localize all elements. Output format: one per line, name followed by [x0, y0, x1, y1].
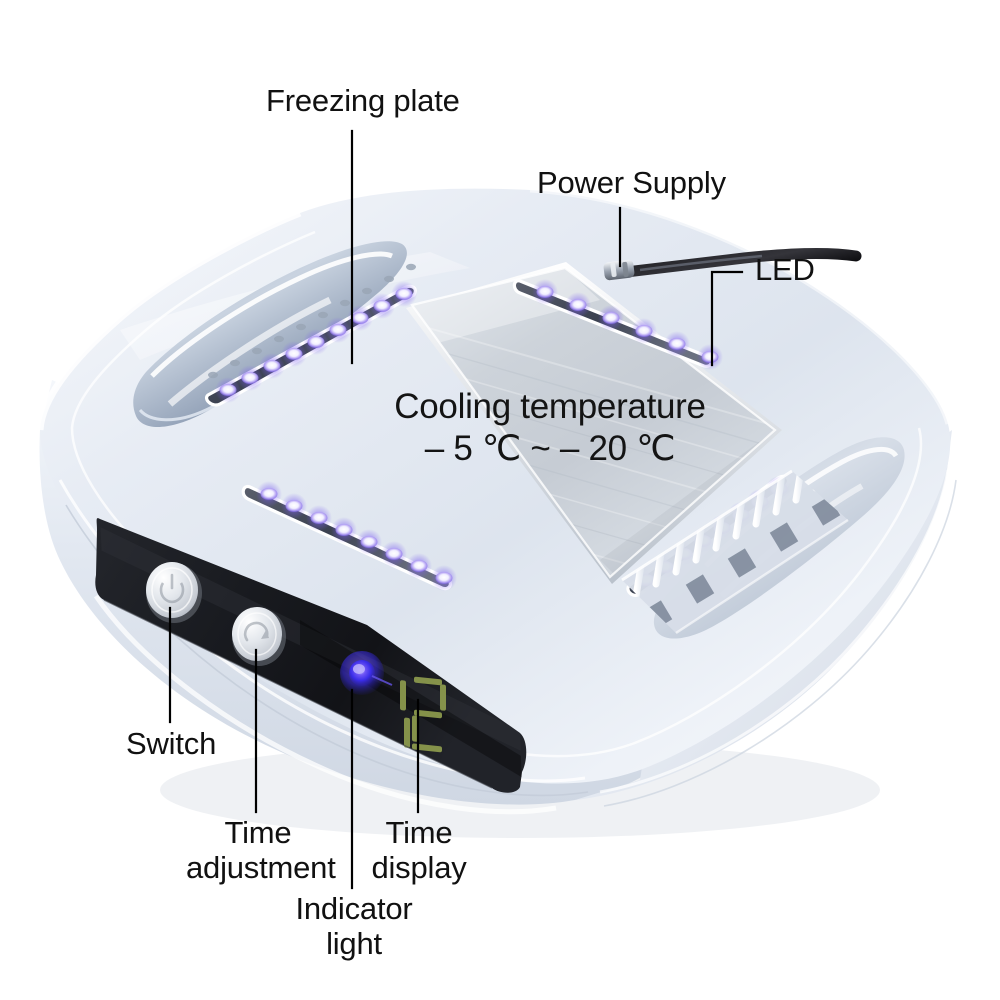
indicator-light	[340, 651, 393, 695]
power-cord	[603, 248, 862, 281]
led-lights-bottom-left	[256, 481, 457, 591]
time-display	[400, 676, 446, 753]
callout-time-adjustment: Time adjustment	[186, 815, 336, 885]
vent-shadow-blocks	[643, 496, 841, 630]
callout-power-supply: Power Supply	[537, 165, 726, 200]
display-digit-tens	[400, 680, 410, 748]
led-strip-top-right	[512, 279, 723, 370]
display-digit-ones	[412, 676, 446, 753]
callout-led: LED	[755, 252, 815, 287]
callout-indicator-light: Indicator light	[295, 891, 413, 961]
clock-arrow-icon	[243, 621, 269, 642]
led-lights-top-right	[532, 279, 723, 370]
callout-switch: Switch	[126, 726, 217, 761]
callout-time-display: Time display	[371, 815, 467, 885]
plate-caption: Cooling temperature – 5 ℃ ~ – 20 ℃	[380, 386, 720, 471]
power-button[interactable]	[146, 562, 202, 623]
power-icon	[159, 573, 185, 604]
plate-caption-line1: Cooling temperature	[394, 387, 706, 426]
vent-pinholes-left	[208, 263, 416, 379]
callout-leader-lines	[168, 129, 744, 890]
callout-freezing-plate: Freezing plate	[266, 83, 460, 118]
led-callout-target	[697, 344, 723, 370]
leader-led	[710, 270, 744, 367]
plate-caption-line2: – 5 ℃ ~ – 20 ℃	[424, 429, 676, 469]
led-strip-bottom-left	[241, 481, 457, 591]
led-lights-top-left	[215, 281, 417, 403]
led-strip-top-left	[205, 281, 417, 407]
power-connector	[603, 259, 635, 281]
